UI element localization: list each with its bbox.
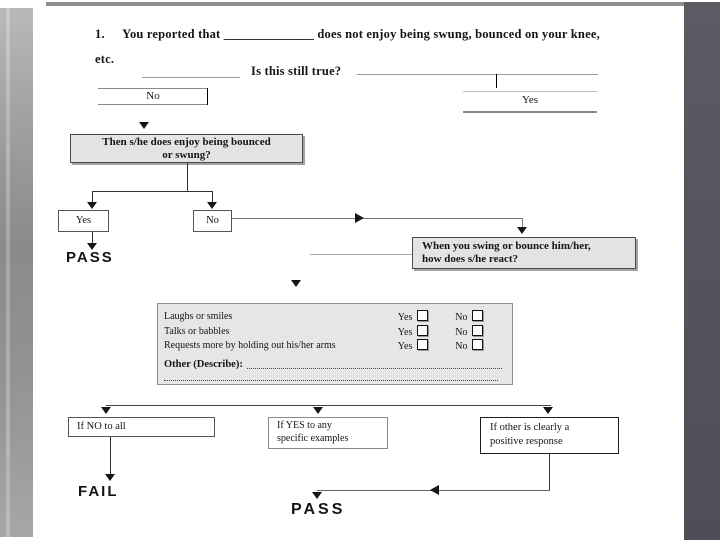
connector-line <box>232 218 523 219</box>
outcome-if-yes-line2: specific examples <box>277 432 349 444</box>
connector-line <box>549 454 550 490</box>
arrow-left-icon <box>430 485 439 495</box>
then-enjoy-box: Then s/he does enjoy being bounced or sw… <box>70 134 303 163</box>
slide-left-accent-highlight <box>6 8 10 537</box>
slide-right-accent-bar <box>684 2 720 540</box>
connector-line <box>207 88 208 105</box>
checklist-no-option: No <box>455 310 502 325</box>
checklist-yes-option: Yes <box>398 339 455 354</box>
connector-line <box>187 163 188 191</box>
no-cell-top-line <box>98 88 208 89</box>
arrow-down-icon <box>517 227 527 234</box>
checkbox-icon[interactable] <box>472 310 484 321</box>
connector-line <box>142 77 240 78</box>
question-number: 1. <box>95 27 105 41</box>
arrow-down-icon <box>105 474 115 481</box>
outcome-if-other-box: If other is clearly a positive response <box>480 417 619 454</box>
connector-line <box>92 191 93 202</box>
still-true-no-label: No <box>146 90 160 102</box>
connector-line <box>357 74 598 75</box>
fail-label: FAIL <box>78 483 119 500</box>
connector-line <box>496 74 497 88</box>
swing-react-line1: When you swing or bounce him/her, <box>422 240 591 252</box>
branch-no-box: No <box>193 210 232 232</box>
connector-line <box>92 232 93 243</box>
branch-yes-box: Yes <box>58 210 109 232</box>
checklist-yes-option: Yes <box>398 310 455 325</box>
dotted-write-in-line <box>164 370 498 381</box>
then-enjoy-line2: or swung? <box>162 148 211 161</box>
connector-line <box>106 405 551 406</box>
slide-top-strip <box>46 2 684 6</box>
then-enjoy-line1: Then s/he does enjoy being bounced <box>102 135 271 148</box>
still-true-yes-label: Yes <box>521 94 538 106</box>
outcome-if-other-line1: If other is clearly a <box>490 422 570 433</box>
no-text: No <box>455 326 468 338</box>
arrow-right-icon <box>355 213 364 223</box>
pass-label-bottom: PASS <box>291 501 346 518</box>
outcome-if-yes-box: If YES to any specific examples <box>268 417 388 449</box>
connector-line <box>92 191 213 192</box>
arrow-down-icon <box>313 407 323 414</box>
arrow-down-icon <box>543 407 553 414</box>
no-text: No <box>455 312 468 323</box>
slide-left-accent-bar <box>0 8 33 537</box>
arrow-down-icon <box>139 122 149 129</box>
checkbox-icon[interactable] <box>417 324 429 336</box>
response-checklist-box: Laughs or smiles Yes No Talks or babbles… <box>157 303 513 385</box>
arrow-down-icon <box>312 492 322 499</box>
arrow-down-icon <box>207 202 217 209</box>
checklist-row: Talks or babbles Yes No <box>164 324 502 340</box>
outcome-if-yes-line1: If YES to any <box>277 420 332 431</box>
other-describe-label: Other (Describe): <box>164 358 243 370</box>
outcome-if-no-box: If NO to all <box>68 417 215 437</box>
swing-react-line2: how does s/he react? <box>422 253 519 265</box>
checklist-no-option: No <box>455 339 502 354</box>
no-text: No <box>455 341 468 352</box>
other-describe-row: Other (Describe): <box>164 359 502 370</box>
checklist-row: Laughs or smiles Yes No <box>164 310 502 325</box>
yes-text: Yes <box>397 326 413 338</box>
arrow-down-icon <box>87 202 97 209</box>
no-cell-bottom-line <box>98 104 208 105</box>
pass-label-top: PASS <box>66 249 114 266</box>
yes-text: Yes <box>397 341 413 352</box>
yes-text: Yes <box>397 312 413 323</box>
connector-line <box>110 437 111 474</box>
still-true-label: Is this still true? <box>251 64 342 78</box>
checkbox-icon[interactable] <box>417 339 429 350</box>
swing-react-box: When you swing or bounce him/her, how do… <box>412 237 636 269</box>
connector-line <box>212 191 213 202</box>
checkbox-icon[interactable] <box>472 324 484 336</box>
outcome-if-other-line2: positive response <box>490 435 563 447</box>
connector-line <box>522 218 523 227</box>
arrow-down-icon <box>291 280 301 287</box>
checkbox-icon[interactable] <box>417 310 429 321</box>
checkbox-icon[interactable] <box>472 339 484 350</box>
question-text-cont: etc. <box>95 52 115 66</box>
yes-cell-top-line <box>463 91 597 92</box>
question-heading: 1. You reported that ______________ does… <box>95 27 600 42</box>
arrow-down-icon <box>101 407 111 414</box>
question-text: You reported that ______________ does no… <box>122 27 600 41</box>
connector-line <box>310 254 412 255</box>
yes-cell-bottom-line <box>463 111 597 113</box>
arrow-down-icon <box>87 243 97 250</box>
checklist-row: Requests more by holding out his/her arm… <box>164 339 502 354</box>
checklist-row-label: Requests more by holding out his/her arm… <box>164 340 336 351</box>
checklist-yes-option: Yes <box>397 324 455 340</box>
checklist-row-label: Laughs or smiles <box>164 311 233 322</box>
checklist-row-label: Talks or babbles <box>164 325 230 337</box>
checklist-no-option: No <box>455 324 502 340</box>
dotted-write-in-line <box>246 359 502 369</box>
